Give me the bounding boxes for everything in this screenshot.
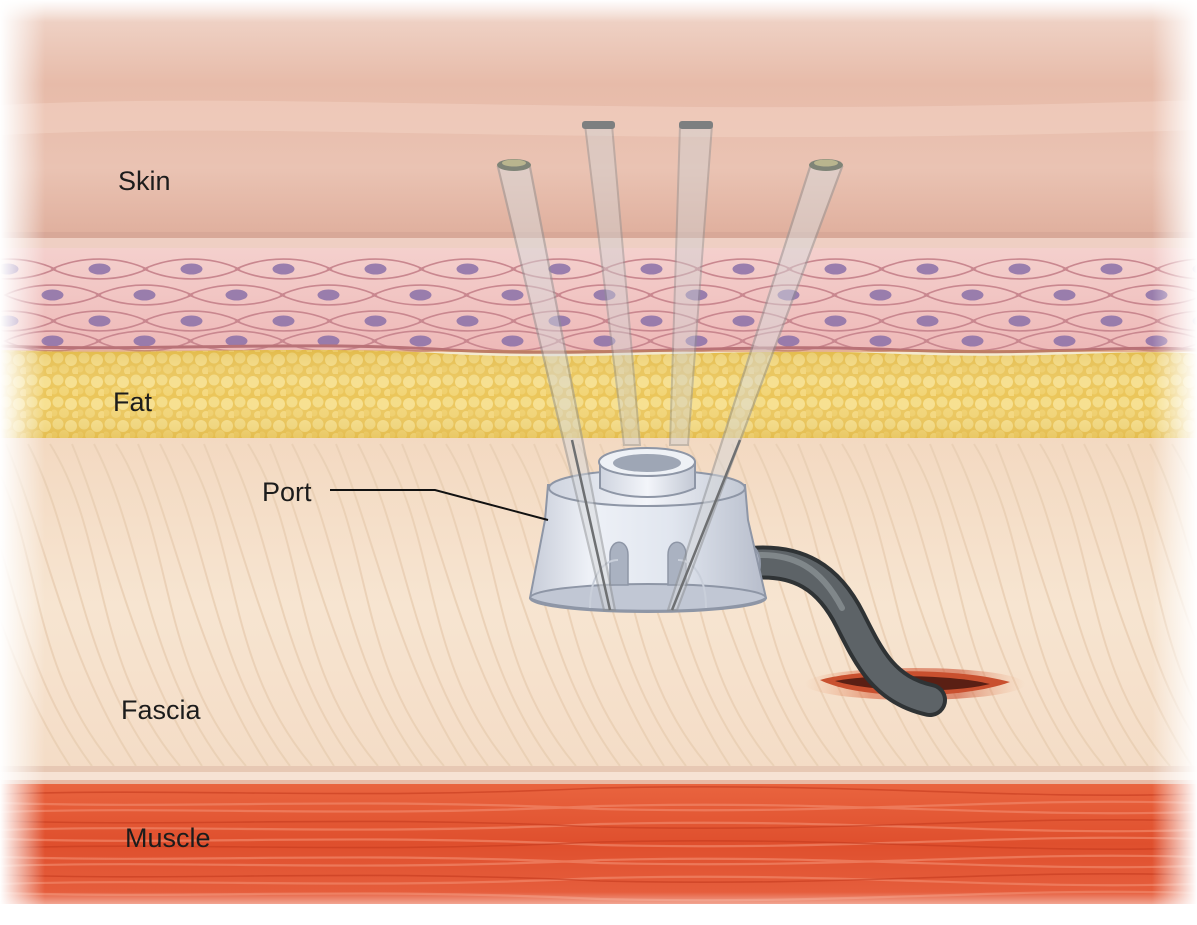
- label-skin: Skin: [118, 166, 171, 197]
- cell-nucleus: [502, 290, 524, 301]
- cell-nucleus: [733, 264, 755, 275]
- cell-nucleus: [181, 264, 203, 275]
- label-port: Port: [262, 477, 312, 508]
- cell-nucleus: [641, 264, 663, 275]
- cell-nucleus: [365, 264, 387, 275]
- cell-nucleus: [917, 316, 939, 327]
- cell-nucleus: [502, 336, 524, 347]
- cell-nucleus: [962, 290, 984, 301]
- cell-nucleus: [1009, 264, 1031, 275]
- cell-nucleus: [825, 264, 847, 275]
- dermis-layer: [0, 248, 1197, 352]
- cell-nucleus: [733, 316, 755, 327]
- cell-nucleus: [226, 290, 248, 301]
- fat-layer: [0, 350, 1197, 440]
- cell-nucleus: [273, 316, 295, 327]
- cell-nucleus: [273, 264, 295, 275]
- label-fat: Fat: [113, 387, 152, 418]
- cell-nucleus: [134, 336, 156, 347]
- cell-nucleus: [410, 290, 432, 301]
- cell-nucleus: [410, 336, 432, 347]
- cell-nucleus: [917, 264, 939, 275]
- cell-nucleus: [457, 316, 479, 327]
- cell-nucleus: [870, 336, 892, 347]
- cell-nucleus: [457, 264, 479, 275]
- cell-nucleus: [1054, 336, 1076, 347]
- cell-nucleus: [870, 290, 892, 301]
- cell-nucleus: [1009, 316, 1031, 327]
- label-muscle: Muscle: [125, 823, 211, 854]
- cell-nucleus: [181, 316, 203, 327]
- label-fascia: Fascia: [121, 695, 201, 726]
- cell-nucleus: [778, 336, 800, 347]
- cell-nucleus: [134, 290, 156, 301]
- cell-nucleus: [641, 316, 663, 327]
- cell-nucleus: [89, 316, 111, 327]
- cell-nucleus: [549, 264, 571, 275]
- cell-nucleus: [825, 316, 847, 327]
- cell-nucleus: [1054, 290, 1076, 301]
- cell-nucleus: [89, 264, 111, 275]
- cell-nucleus: [365, 316, 387, 327]
- cell-nucleus: [962, 336, 984, 347]
- cell-nucleus: [318, 290, 340, 301]
- cell-nucleus: [1101, 316, 1123, 327]
- cell-nucleus: [1101, 264, 1123, 275]
